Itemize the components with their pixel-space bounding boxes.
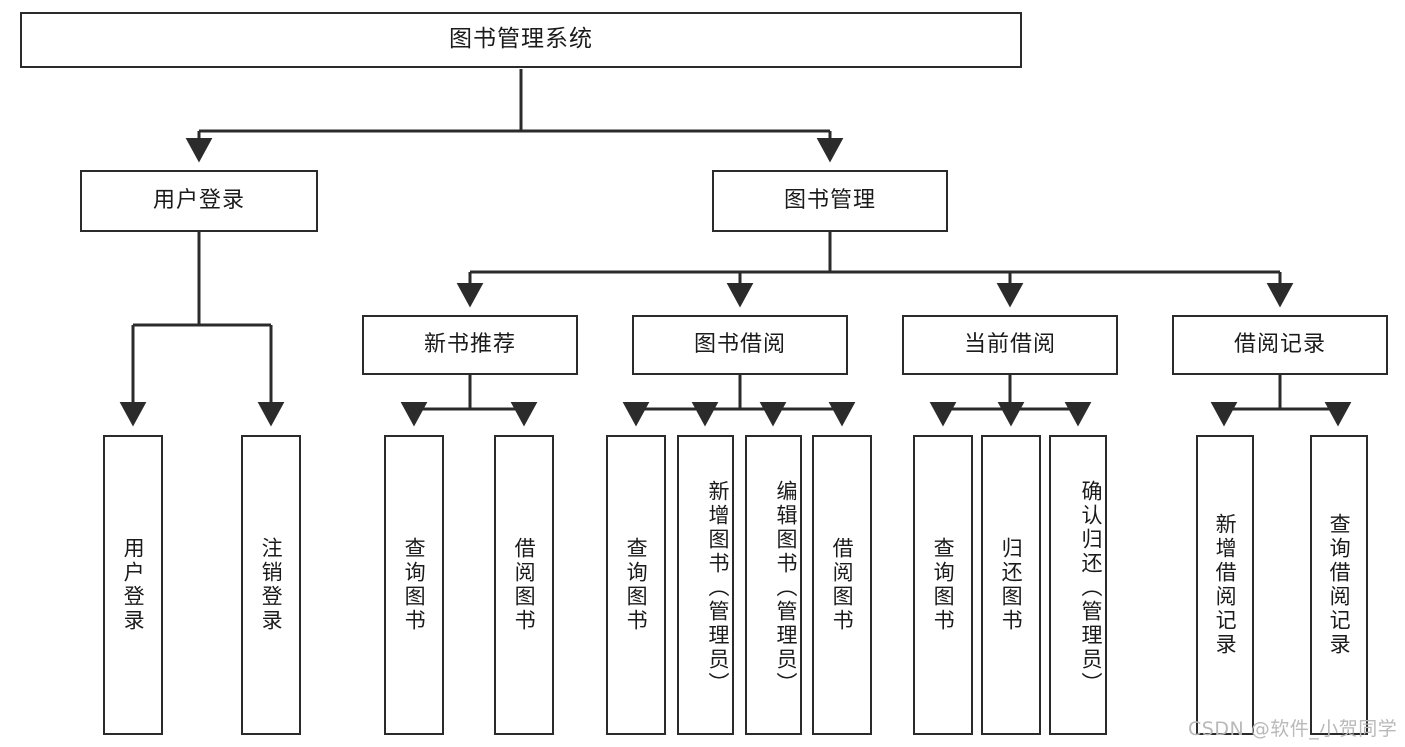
node-leaf-user-login[interactable]: 用户登录	[103, 435, 163, 735]
node-user-login[interactable]: 用户登录	[80, 170, 318, 232]
node-leaf-add-book-admin[interactable]: 新增图书（管理员）	[677, 435, 734, 735]
node-label: 查询图书	[931, 537, 956, 633]
node-label: 图书管理系统	[449, 26, 593, 53]
node-leaf-edit-book-admin[interactable]: 编辑图书（管理员）	[745, 435, 802, 735]
node-label: 用户登录	[152, 187, 245, 213]
node-leaf-add-borrow-record[interactable]: 新增借阅记录	[1196, 435, 1254, 735]
node-label: 查询借阅记录	[1327, 513, 1352, 657]
node-label: 借阅图书	[512, 537, 537, 633]
node-leaf-query-book-current[interactable]: 查询图书	[913, 435, 973, 735]
node-label: 查询图书	[402, 537, 427, 633]
node-label: 新增借阅记录	[1213, 513, 1238, 657]
node-borrow-record[interactable]: 借阅记录	[1172, 315, 1388, 375]
node-label: 新书推荐	[423, 331, 516, 357]
node-label: 新增图书（管理员）	[706, 480, 730, 696]
node-leaf-borrow-book-recommend[interactable]: 借阅图书	[494, 435, 554, 735]
node-label: 注销登录	[259, 537, 284, 633]
node-label: 借阅记录	[1233, 331, 1326, 357]
node-label: 查询图书	[624, 537, 649, 633]
node-label: 确认归还（管理员）	[1079, 480, 1103, 696]
node-leaf-confirm-return-admin[interactable]: 确认归还（管理员）	[1049, 435, 1107, 735]
node-book-management[interactable]: 图书管理	[712, 170, 948, 232]
node-new-book-recommend[interactable]: 新书推荐	[362, 315, 578, 375]
node-current-borrow[interactable]: 当前借阅	[902, 315, 1118, 375]
node-leaf-query-book-borrow[interactable]: 查询图书	[606, 435, 666, 735]
node-label: 当前借阅	[963, 331, 1056, 357]
node-label: 图书管理	[783, 187, 876, 213]
node-leaf-logout[interactable]: 注销登录	[241, 435, 301, 735]
node-book-borrow[interactable]: 图书借阅	[632, 315, 848, 375]
node-label: 归还图书	[999, 537, 1024, 633]
node-leaf-query-borrow-record[interactable]: 查询借阅记录	[1310, 435, 1368, 735]
node-root-system[interactable]: 图书管理系统	[20, 12, 1022, 68]
node-label: 用户登录	[121, 537, 146, 633]
node-leaf-borrow-book[interactable]: 借阅图书	[812, 435, 872, 735]
node-leaf-query-book-recommend[interactable]: 查询图书	[384, 435, 444, 735]
node-leaf-return-book[interactable]: 归还图书	[981, 435, 1041, 735]
node-label: 编辑图书（管理员）	[774, 480, 798, 696]
node-label: 图书借阅	[693, 331, 786, 357]
node-label: 借阅图书	[830, 537, 855, 633]
